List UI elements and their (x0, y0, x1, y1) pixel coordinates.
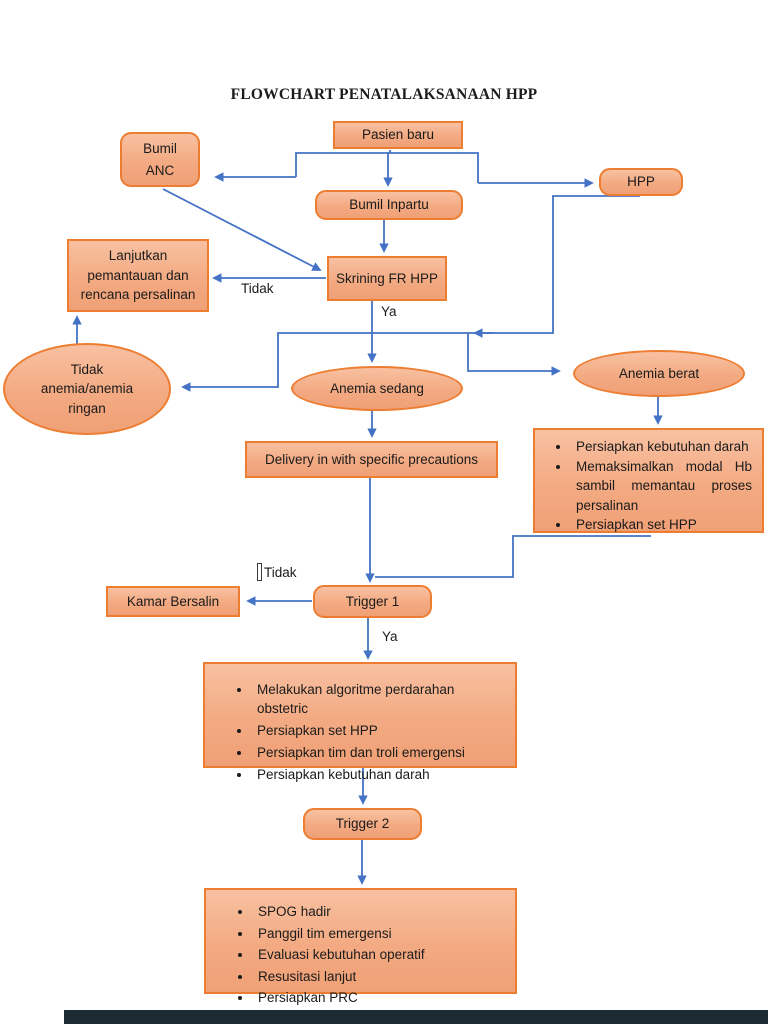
edge-to-anemia-berat (467, 333, 561, 376)
node-trigger-1: Trigger 1 (313, 585, 432, 618)
edge-label-ya-trigger1: Ya (382, 629, 398, 644)
bullet-list: Persiapkan kebutuhan darahMemaksimalkan … (535, 430, 762, 535)
node-anemia-berat: Anemia berat (573, 350, 745, 397)
edge-label-tidak-trigger1: Tidak (257, 563, 297, 581)
node-label: Bumil ANC (143, 140, 177, 178)
bullet-list: SPOG hadirPanggil tim emergensiEvaluasi … (206, 890, 431, 1010)
edge-hpp-loop (181, 195, 640, 392)
bullet-item: Memaksimalkan modal Hb sambil memantau p… (571, 457, 752, 516)
edge-label-ya-skrining: Ya (381, 304, 397, 319)
node-trigger-1-actions: Melakukan algoritme perdarahan obstetric… (203, 662, 517, 782)
node-hpp: HPP (599, 168, 683, 196)
node-trigger-2-actions: SPOG hadirPanggil tim emergensiEvaluasi … (204, 888, 517, 1005)
node-label: Pasien baru (361, 127, 435, 143)
node-label: Tidak anemia/anemia ringan (40, 361, 134, 416)
bullet-item: Evaluasi kebutuhan operatif (253, 945, 425, 965)
node-kamar-bersalin: Kamar Bersalin (106, 586, 240, 617)
node-label: Lanjutkan pemantauan dan rencana persali… (80, 248, 196, 303)
bullet-item: Persiapkan tim dan troli emergensi (252, 743, 509, 763)
bullet-item: Persiapkan set HPP (252, 721, 509, 741)
bullet-item: Persiapkan PRC (253, 988, 425, 1008)
edge-pasien-split (295, 150, 479, 183)
node-delivery-precautions: Delivery in with specific precautions (245, 441, 498, 478)
node-bumil-anc: Bumil ANC (120, 132, 200, 187)
bullet-item: Resusitasi lanjut (253, 967, 425, 987)
bullet-item: Panggil tim emergensi (253, 924, 425, 944)
node-anemia-berat-actions: Persiapkan kebutuhan darahMemaksimalkan … (533, 428, 764, 533)
bullet-item: Persiapkan kebutuhan darah (252, 765, 509, 785)
node-label: HPP (627, 174, 655, 190)
edge-label-text: Tidak (264, 565, 297, 580)
page-title: FLOWCHART PENATALAKSANAAN HPP (230, 86, 538, 103)
node-lanjutkan-pemantauan: Lanjutkan pemantauan dan rencana persali… (67, 239, 209, 312)
bullet-item: Persiapkan set HPP (571, 515, 752, 535)
edge-label-tidak-skrining: Tidak (241, 281, 274, 296)
node-tidak-anemia: Tidak anemia/anemia ringan (3, 343, 171, 435)
edge-actions-to-trigger1 (375, 535, 651, 578)
bullet-list: Melakukan algoritme perdarahan obstetric… (205, 664, 515, 787)
node-label: Trigger 2 (335, 816, 390, 832)
node-label: Delivery in with specific precautions (264, 451, 479, 467)
bullet-item: Persiapkan kebutuhan darah (571, 437, 752, 457)
node-label: Anemia berat (618, 365, 700, 381)
node-label: Trigger 1 (345, 593, 400, 609)
node-label: Bumil Inpartu (349, 197, 429, 213)
node-trigger-2: Trigger 2 (303, 808, 422, 840)
text-cursor-artifact (257, 563, 262, 581)
bullet-item: SPOG hadir (253, 902, 425, 922)
viewer-footer-bar (64, 1010, 768, 1024)
node-bumil-inpartu: Bumil Inpartu (315, 190, 463, 220)
node-label: Skrining FR HPP (335, 270, 439, 286)
node-label: Anemia sedang (330, 380, 424, 396)
node-pasien-baru: Pasien baru (333, 121, 463, 149)
edge-anc-to-skrining (162, 188, 322, 271)
bullet-item: Melakukan algoritme perdarahan obstetric (252, 680, 509, 719)
node-skrining-fr-hpp: Skrining FR HPP (327, 256, 447, 301)
node-anemia-sedang: Anemia sedang (291, 366, 463, 411)
node-label: Kamar Bersalin (126, 593, 220, 609)
